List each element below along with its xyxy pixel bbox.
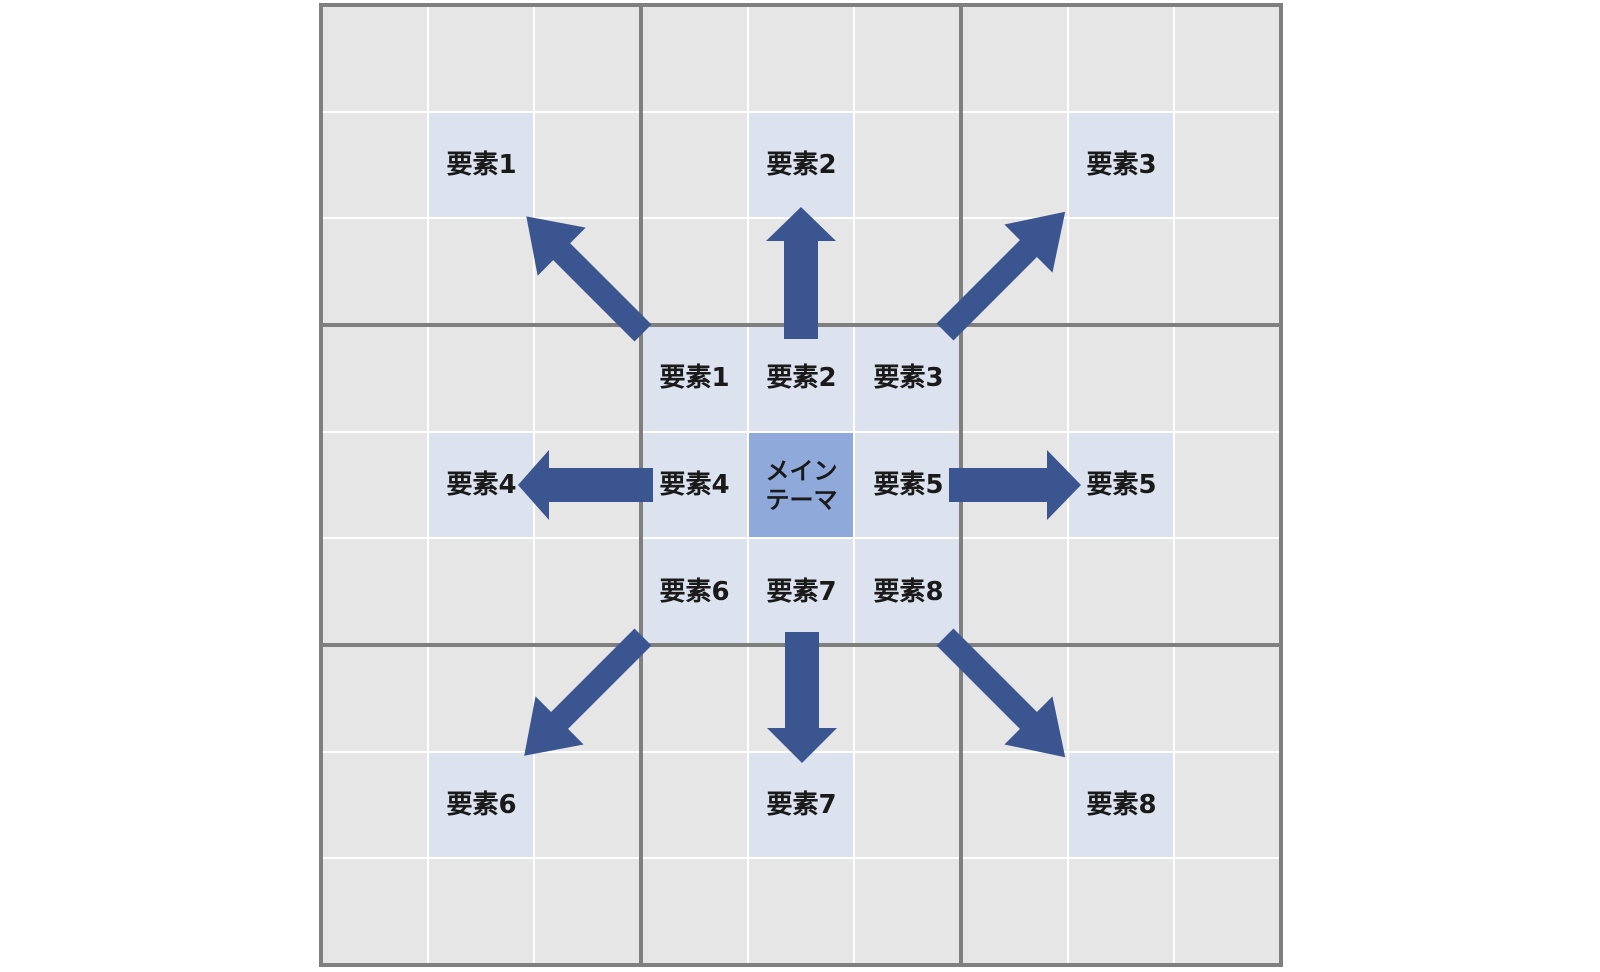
grid-line	[321, 857, 1281, 859]
block-border	[639, 3, 643, 967]
grid-line	[427, 5, 429, 965]
outer-element-1: 要素1	[428, 112, 535, 219]
center-element-4: 要素4	[641, 432, 748, 539]
outer-element-2: 要素2	[748, 112, 855, 219]
outer-element-8: 要素8	[1068, 752, 1175, 859]
main-theme-line2: テーマ	[765, 485, 838, 514]
center-element-1: 要素1	[641, 325, 748, 432]
center-element-3: 要素3	[855, 325, 962, 432]
outer-element-7: 要素7	[748, 752, 855, 859]
main-theme-line1: メイン	[765, 457, 838, 486]
grid-line	[747, 5, 749, 965]
grid-line	[853, 5, 855, 965]
grid-line	[533, 5, 535, 965]
grid-line	[321, 751, 1281, 753]
grid-line	[321, 111, 1281, 113]
grid-9x9: 要素1 要素2 要素3 要素4 要素5 要素6 要素7 要素8 要素1 要素2 …	[319, 3, 1283, 967]
outer-element-4: 要素4	[428, 432, 535, 539]
grid-line	[321, 217, 1281, 219]
block-border	[959, 3, 963, 967]
block-border	[319, 963, 1283, 967]
grid-line	[1067, 5, 1069, 965]
grid-line	[321, 431, 1281, 433]
block-border	[319, 3, 323, 967]
outer-element-3: 要素3	[1068, 112, 1175, 219]
grid-line	[321, 537, 1281, 539]
block-border	[319, 323, 1283, 327]
center-element-6: 要素6	[641, 539, 748, 646]
center-element-7: 要素7	[748, 539, 855, 646]
center-element-2: 要素2	[748, 325, 855, 432]
grid-line	[1173, 5, 1175, 965]
outer-element-6: 要素6	[428, 752, 535, 859]
outer-element-5: 要素5	[1068, 432, 1175, 539]
block-border	[319, 643, 1283, 647]
block-border	[1279, 3, 1283, 967]
block-border	[319, 3, 1283, 7]
center-element-8: 要素8	[855, 539, 962, 646]
main-theme-cell: メイン テーマ	[748, 432, 855, 539]
center-element-5: 要素5	[855, 432, 962, 539]
